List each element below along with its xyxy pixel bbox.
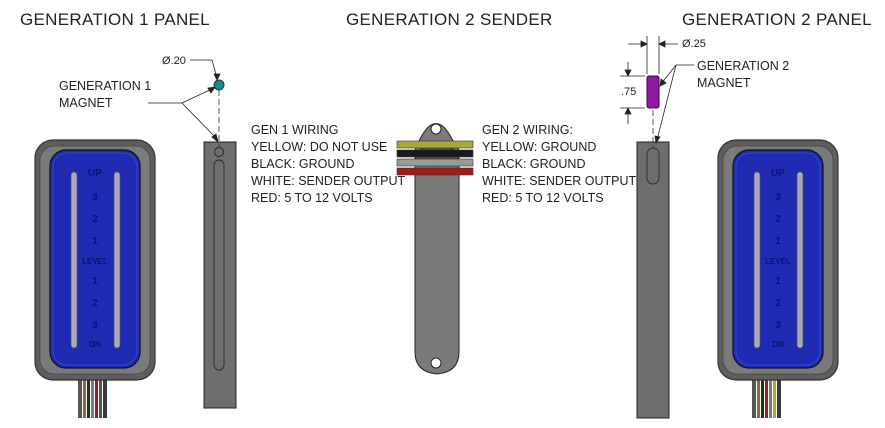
wire-yellow (396, 140, 474, 149)
gen1-scale-1-dn: 1 (92, 276, 98, 287)
gen1-scale-1-up: 1 (92, 236, 98, 247)
gen1-wiring-heading: GEN 1 WIRING (251, 123, 339, 137)
gen2-panel-wires (752, 378, 781, 418)
wire-red (396, 167, 474, 176)
gen1-scale-2-up: 2 (92, 214, 98, 225)
gen2-led-slot-left (753, 171, 761, 349)
gen1-panel: UP 3 2 1 LEVEL 1 2 3 DN (34, 139, 156, 418)
gen1-wiring-block: GEN 1 WIRING YELLOW: DO NOT USE BLACK: G… (251, 122, 405, 207)
gen2-sender-title: GENERATION 2 SENDER (346, 10, 553, 29)
gen2-wiring-white: WHITE: SENDER OUTPUT (482, 174, 637, 188)
gen2-magnet-len-dimension (620, 62, 645, 124)
gen2-wiring-black: BLACK: GROUND (482, 157, 586, 171)
gen1-scale-level: LEVEL (82, 257, 108, 266)
gen2-magnet-callout-line1: GENERATION 2 (697, 59, 790, 73)
gen2-magnet-callout: GENERATION 2 MAGNET (697, 58, 789, 92)
gen1-sender-tube (203, 90, 237, 409)
gen2-scale-2-up: 2 (775, 214, 781, 225)
wire-white (396, 158, 474, 167)
gen1-wiring-red: RED: 5 TO 12 VOLTS (251, 191, 373, 205)
gen1-magnet-callout-line2: MAGNET (59, 96, 113, 110)
gen2-sender-tube (636, 110, 670, 419)
gen2-magnet-leader (654, 64, 694, 145)
gen1-wiring-black: BLACK: GROUND (251, 157, 355, 171)
gen1-wiring-yellow: YELLOW: DO NOT USE (251, 140, 388, 154)
gen2-wiring-heading: GEN 2 WIRING: (482, 123, 573, 137)
gen1-panel-wires (78, 378, 107, 418)
gen2-scale-top: UP (771, 168, 785, 179)
gen1-magnet (213, 79, 225, 91)
gen1-panel-title: GENERATION 1 PANEL (20, 10, 210, 29)
gen2-sender-wire-bands (396, 140, 474, 176)
gen1-scale-3-up: 3 (92, 192, 98, 203)
gen2-magnet-length-label: .75 (621, 86, 637, 98)
gen2-scale-bottom: DN (772, 340, 784, 349)
gen1-scale-2-dn: 2 (92, 298, 98, 309)
gen1-magnet-callout-line1: GENERATION 1 (59, 79, 152, 93)
gen2-scale-2-dn: 2 (775, 298, 781, 309)
wire-black (396, 149, 474, 158)
gen2-magnet-diameter-label: Ø.25 (682, 38, 706, 50)
gen1-scale-top: UP (88, 168, 102, 179)
gen1-magnet-leader (148, 86, 219, 144)
gen2-scale-1-up: 1 (775, 236, 781, 247)
gen2-magnet-callout-line2: MAGNET (697, 76, 751, 90)
gen2-scale-3-dn: 3 (775, 320, 781, 331)
gen1-magnet-callout: GENERATION 1 MAGNET (59, 78, 151, 112)
gen1-led-slot-right (113, 171, 121, 349)
gen2-panel-title: GENERATION 2 PANEL (682, 10, 872, 29)
gen2-wiring-block: GEN 2 WIRING: YELLOW: GROUND BLACK: GROU… (482, 122, 636, 207)
gen2-panel: UP 3 2 1 LEVEL 1 2 3 DN (717, 139, 839, 418)
gen2-magnet-dia-dimension (628, 36, 678, 74)
gen2-wiring-red: RED: 5 TO 12 VOLTS (482, 191, 604, 205)
gen1-scale-bottom: DN (89, 340, 101, 349)
gen1-magnet-diameter-label: Ø.20 (162, 55, 186, 67)
gen2-magnet (646, 75, 660, 109)
gen2-scale-1-dn: 1 (775, 276, 781, 287)
gen2-led-slot-right (796, 171, 804, 349)
gen1-led-slot-left (70, 171, 78, 349)
gen1-scale-3-dn: 3 (92, 320, 98, 331)
gen2-scale-level: LEVEL (765, 257, 791, 266)
gen1-wiring-white: WHITE: SENDER OUTPUT (251, 174, 406, 188)
gen1-magnet-dimension (190, 59, 221, 81)
gen2-wiring-yellow: YELLOW: GROUND (482, 140, 597, 154)
gen2-scale-3-up: 3 (775, 192, 781, 203)
